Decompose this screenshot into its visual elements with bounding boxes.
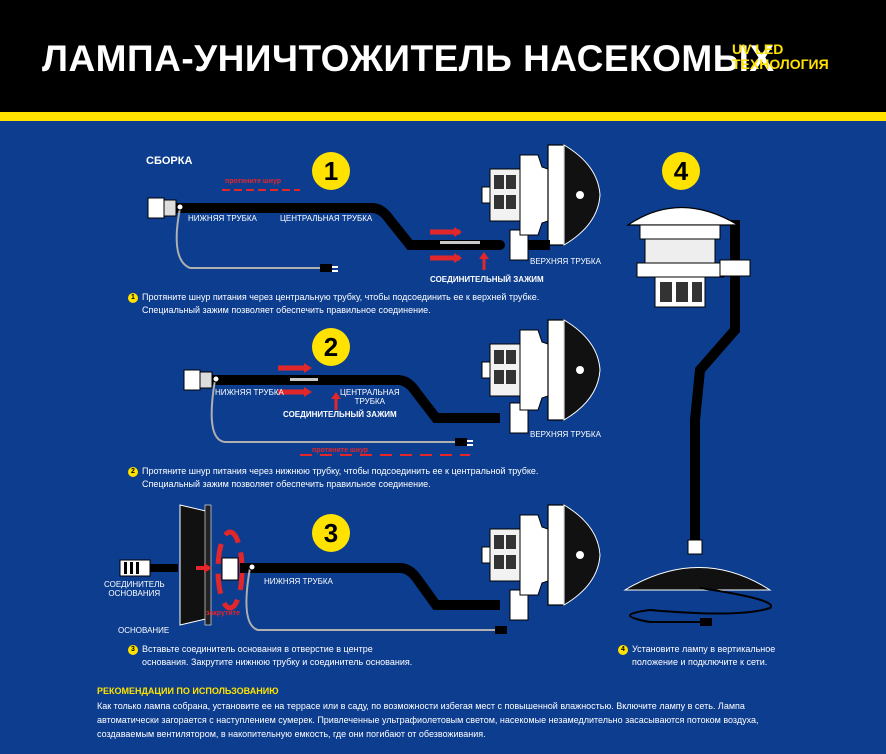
step3-number-badge: 3 — [312, 514, 350, 552]
step1-instruction: 1 Протяните шнур питания через центральну… — [128, 291, 539, 317]
step4-bullet: 4 — [618, 645, 628, 655]
step2-illustration — [183, 319, 601, 456]
step4-text-line2: положение и подключите к сети. — [632, 657, 768, 667]
step4-text-line1: Установите лампу в вертикальное — [632, 644, 776, 654]
step3-base-connector-line2: ОСНОВАНИЯ — [108, 589, 161, 598]
step1-number-badge: 1 — [312, 152, 350, 190]
step2-text-line1: Протяните шнур питания через нижнюю труб… — [142, 466, 539, 476]
page-title: ЛАМПА-УНИЧТОЖИТЕЛЬ НАСЕКОМЫХ — [42, 38, 775, 79]
step4-illustration — [623, 206, 773, 626]
step2-lower-tube-label: НИЖНЯЯ ТРУБКА — [215, 388, 284, 397]
step3-text-line1: Вставьте соединитель основания в отверст… — [142, 644, 373, 654]
step3-base-label: ОСНОВАНИЕ — [118, 626, 170, 635]
step1-red-note: протяните шнур — [225, 178, 282, 185]
section-title: СБОРКА — [146, 155, 193, 167]
badge-line-1: UV LED — [732, 41, 784, 57]
step2-red-note: протяните шнур — [312, 447, 369, 454]
step3-red-note: закрутите — [206, 610, 240, 617]
step2-text-line2: Специальный зажим позволяет обеспечить п… — [142, 479, 431, 489]
header-divider — [0, 112, 886, 121]
step2-central-tube-line1: ЦЕНТРАЛЬНАЯ — [340, 388, 400, 397]
step4-instruction: 4 Установите лампу в вертикальное положен… — [618, 643, 775, 669]
recommendations-text: Как только лампа собрана, установите ее … — [97, 701, 759, 739]
step1-bullet: 1 — [128, 293, 138, 303]
step1-lower-tube-label: НИЖНЯЯ ТРУБКА — [188, 214, 257, 223]
step3-instruction: 3 Вставьте соединитель основания в отверс… — [128, 643, 412, 669]
step2-instruction: 2 Протяните шнур питания через нижнюю тру… — [128, 465, 538, 491]
step3-text-line2: основания. Закрутите нижнюю трубку и сое… — [142, 657, 413, 667]
step1-central-tube-label: ЦЕНТРАЛЬНАЯ ТРУБКА — [280, 214, 373, 223]
step1-clamp-label: СОЕДИНИТЕЛЬНЫЙ ЗАЖИМ — [430, 275, 544, 284]
header-bar — [0, 0, 886, 112]
step2-number-badge: 2 — [312, 328, 350, 366]
step1-text-line2: Специальный зажим позволяет обеспечить п… — [142, 305, 431, 315]
step3-lower-tube-label: НИЖНЯЯ ТРУБКА — [264, 577, 333, 586]
step4-number-badge: 4 — [662, 152, 700, 190]
step2-central-tube-line2: ТРУБКА — [354, 397, 385, 406]
step3-illustration — [119, 504, 601, 634]
step3-base-connector-line1: СОЕДИНИТЕЛЬ — [104, 580, 165, 589]
badge-line-2: ТЕХНОЛОГИЯ — [732, 56, 829, 72]
step2-upper-tube-label: ВЕРХНЯЯ ТРУБКА — [530, 430, 601, 439]
step2-clamp-label: СОЕДИНИТЕЛЬНЫЙ ЗАЖИМ — [283, 410, 397, 419]
step2-bullet: 2 — [128, 467, 138, 477]
step2-central-tube-label: ЦЕНТРАЛЬНАЯ ТРУБКА — [340, 388, 400, 406]
step1-upper-tube-label: ВЕРХНЯЯ ТРУБКА — [530, 257, 601, 266]
step1-illustration — [147, 144, 601, 272]
step1-text-line1: Протяните шнур питания через центральную… — [142, 292, 540, 302]
step3-bullet: 3 — [128, 645, 138, 655]
recommendations-title: РЕКОМЕНДАЦИИ ПО ИСПОЛЬЗОВАНИЮ — [97, 686, 279, 696]
uv-led-badge: UV LED ТЕХНОЛОГИЯ — [732, 42, 829, 72]
step3-base-connector-label: СОЕДИНИТЕЛЬ ОСНОВАНИЯ — [104, 580, 165, 598]
